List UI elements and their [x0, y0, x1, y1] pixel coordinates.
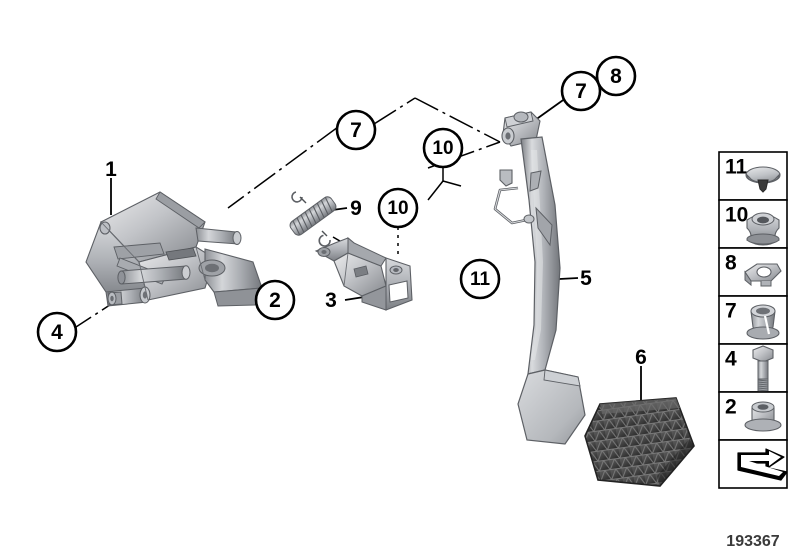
legend-row-4[interactable]: 4: [718, 343, 788, 393]
callout-number: 6: [635, 346, 647, 369]
legend-number: 2: [725, 396, 737, 419]
legend-icon-collar-bush: [746, 304, 780, 340]
legend-number: 8: [725, 252, 737, 275]
legend-row-10[interactable]: 10: [718, 199, 788, 249]
part-spring-lever-bracket: [314, 236, 413, 311]
callout-number: 11: [470, 269, 491, 290]
callout-circle: [459, 258, 501, 300]
callout-3[interactable]: 3: [325, 289, 337, 312]
callout-1[interactable]: 1: [105, 158, 117, 181]
legend-number: 4: [725, 348, 737, 371]
legend-row-2[interactable]: 2: [718, 391, 788, 441]
legend-icon-flange-nut: [744, 401, 782, 432]
callout-8[interactable]: 8: [595, 55, 637, 97]
callout-number: 2: [269, 289, 281, 312]
callout-10[interactable]: 10: [377, 187, 419, 229]
part-return-spring: [289, 191, 337, 247]
callout-6[interactable]: 6: [635, 346, 647, 369]
legend-number: 11: [725, 156, 748, 179]
callout-circle: [377, 187, 419, 229]
callout-4[interactable]: 4: [36, 311, 78, 353]
callout-circle: [254, 279, 296, 321]
leader-7-left-c: [414, 97, 501, 143]
legend-row-7[interactable]: 7: [718, 295, 788, 345]
callout-number: 7: [350, 119, 362, 142]
callout-circle: [560, 70, 602, 112]
part-brake-pedal-rubber-pad: [584, 397, 695, 487]
legend-icon-bushing: [746, 212, 780, 246]
callout-circle: [36, 311, 78, 353]
legend-icon-cap-plug: [745, 166, 781, 193]
callout-circle: [335, 109, 377, 151]
callout-number: 5: [580, 267, 592, 290]
callout-number: 10: [387, 198, 408, 219]
callout-number: 10: [432, 138, 453, 159]
part-brake-pedal-arm: [493, 111, 586, 445]
leader-10a-left: [427, 180, 444, 201]
leader-7-left-a: [227, 126, 339, 209]
callout-7[interactable]: 7: [560, 70, 602, 112]
callout-number: 3: [325, 289, 337, 312]
legend-number: 10: [725, 204, 748, 227]
legend-icon-arrow: [737, 448, 788, 481]
part-pedal-mounting-bracket: [85, 191, 263, 307]
callout-circle: [422, 127, 464, 169]
callout-number: 8: [610, 65, 622, 88]
callout-2[interactable]: 2: [254, 279, 296, 321]
callout-9[interactable]: 9: [350, 197, 362, 220]
leader-10a-right: [442, 180, 462, 187]
legend-row-11[interactable]: 11: [718, 151, 788, 201]
legend-row-arrow[interactable]: [718, 439, 788, 489]
callout-number: 4: [51, 321, 63, 344]
leader-7-left-b: [373, 97, 416, 125]
legend-number: 7: [725, 300, 737, 323]
callout-7[interactable]: 7: [335, 109, 377, 151]
legend-icon-hex-bolt: [752, 345, 774, 393]
callout-number: 7: [575, 80, 587, 103]
legend-panel: 11 10 8 7 4 2: [718, 151, 788, 489]
legend-icon-spring-clip: [744, 263, 782, 287]
callout-number: 9: [350, 197, 362, 220]
diagram-id: 193367: [726, 533, 779, 550]
callout-11[interactable]: 11: [459, 258, 501, 300]
callout-circle: [595, 55, 637, 97]
callout-10[interactable]: 10: [422, 127, 464, 169]
callout-5[interactable]: 5: [580, 267, 592, 290]
legend-row-8[interactable]: 8: [718, 247, 788, 297]
callout-number: 1: [105, 158, 117, 181]
